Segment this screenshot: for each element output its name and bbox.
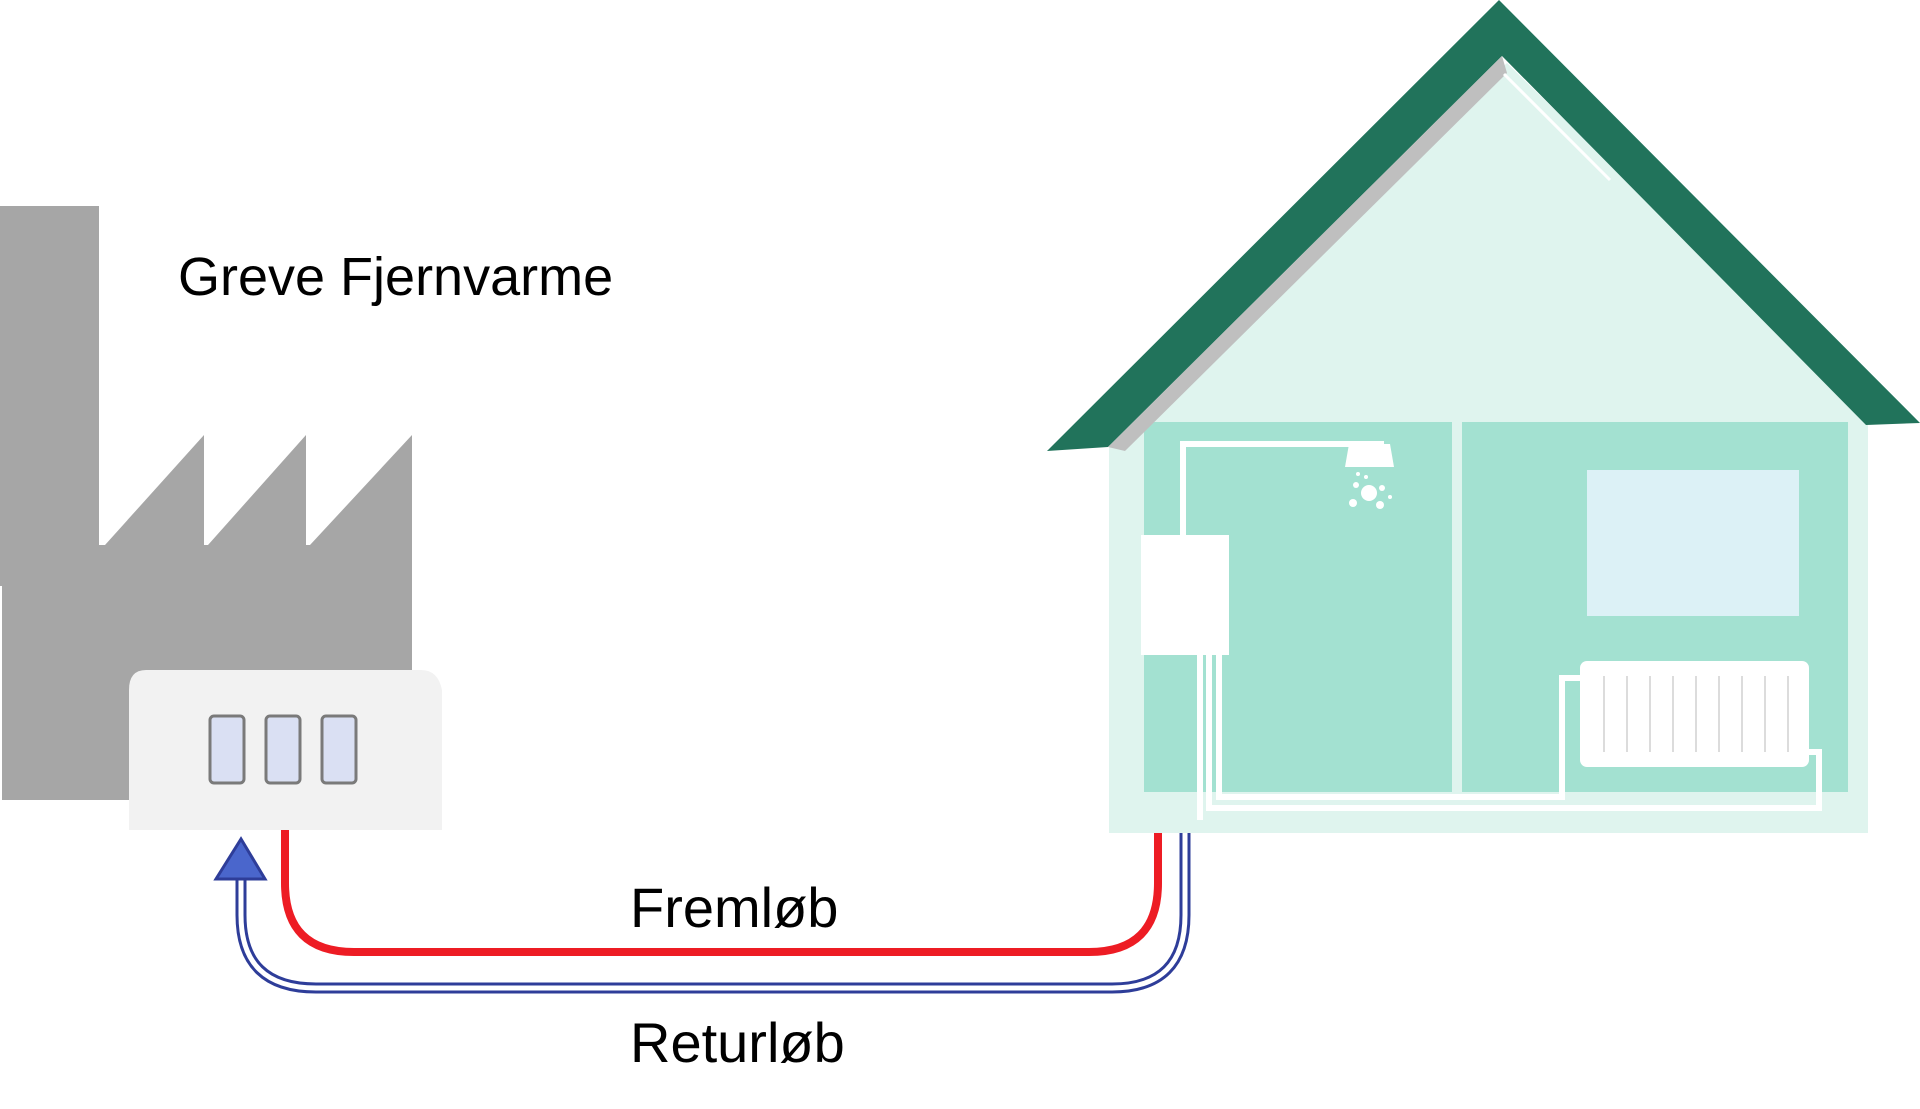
house <box>1047 0 1920 833</box>
plant-title: Greve Fjernvarme <box>178 247 614 307</box>
flow-pipe <box>281 672 1162 956</box>
house-substation <box>1141 535 1229 655</box>
factory-building <box>0 206 412 800</box>
heat-exchanger-unit <box>129 670 442 830</box>
house-internal-pipes <box>1180 441 1822 820</box>
unit-window-2 <box>264 714 302 785</box>
unit-window-3 <box>320 714 358 785</box>
return-arrow-icon <box>213 836 268 881</box>
return-pipe-label: Returløb <box>630 1011 845 1074</box>
flow-pipe-label: Fremløb <box>630 876 839 939</box>
roof-highlight <box>1502 72 1612 182</box>
shower-head-icon <box>1345 444 1394 467</box>
return-pipe <box>235 652 1191 994</box>
radiator-icon <box>1580 661 1809 767</box>
roof <box>1047 0 1920 451</box>
house-window <box>1587 470 1799 616</box>
roof-shadow <box>1108 56 1507 451</box>
unit-window-1 <box>208 714 246 785</box>
shower-water-icon <box>1349 472 1392 509</box>
